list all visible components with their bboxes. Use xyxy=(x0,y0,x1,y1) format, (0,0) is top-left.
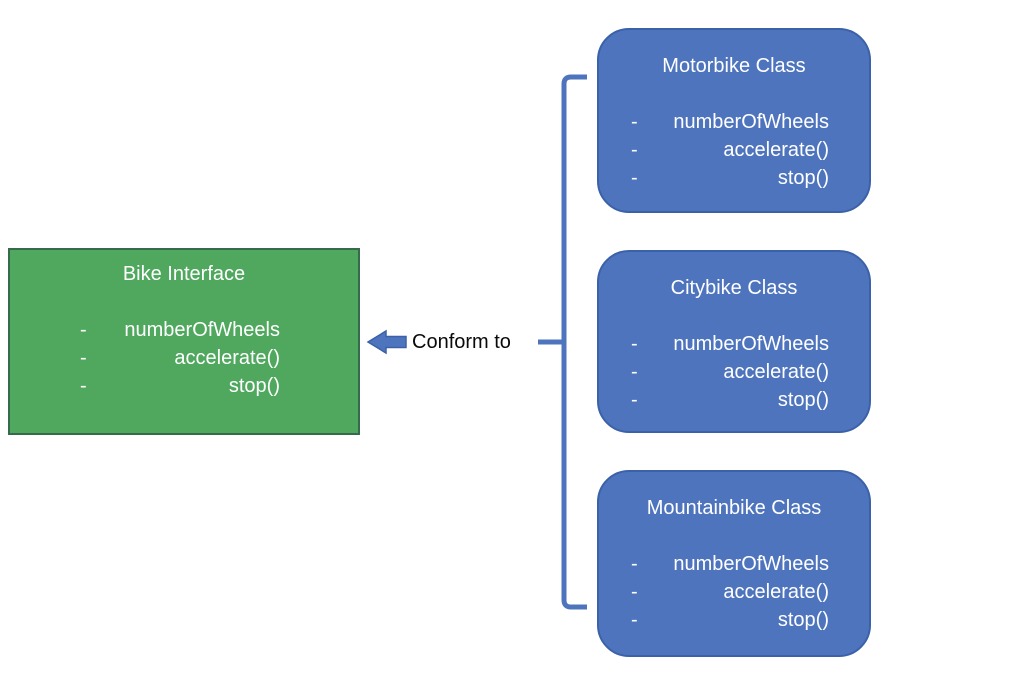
bullet-dash: - xyxy=(631,553,638,575)
member-name: numberOfWheels xyxy=(673,553,829,575)
bracket-connector xyxy=(538,74,587,610)
member-name: numberOfWheels xyxy=(124,319,280,341)
list-item: - stop() xyxy=(631,386,829,414)
bullet-dash: - xyxy=(631,139,638,161)
list-item: - numberOfWheels xyxy=(631,108,829,136)
bullet-dash: - xyxy=(631,609,638,631)
list-item: - stop() xyxy=(631,164,829,192)
citybike-class-box: Citybike Class - numberOfWheels - accele… xyxy=(597,250,871,433)
member-name: accelerate() xyxy=(723,361,829,383)
bullet-dash: - xyxy=(631,361,638,383)
list-item: - accelerate() xyxy=(631,358,829,386)
list-item: - accelerate() xyxy=(631,136,829,164)
bullet-dash: - xyxy=(80,319,87,341)
bike-interface-box: Bike Interface - numberOfWheels - accele… xyxy=(8,248,360,435)
list-item: - numberOfWheels xyxy=(631,550,829,578)
bullet-dash: - xyxy=(631,111,638,133)
box-title: Motorbike Class xyxy=(662,55,806,77)
bullet-dash: - xyxy=(80,375,87,397)
bullet-dash: - xyxy=(631,581,638,603)
conform-to-label: Conform to xyxy=(412,331,511,353)
bullet-dash: - xyxy=(80,347,87,369)
member-name: numberOfWheels xyxy=(673,111,829,133)
member-name: numberOfWheels xyxy=(673,333,829,355)
list-item: - numberOfWheels xyxy=(80,316,280,344)
member-name: accelerate() xyxy=(723,139,829,161)
bullet-dash: - xyxy=(631,389,638,411)
bullet-dash: - xyxy=(631,167,638,189)
member-list: - numberOfWheels - accelerate() - stop() xyxy=(10,316,358,400)
list-item: - accelerate() xyxy=(80,344,280,372)
member-list: - numberOfWheels - accelerate() - stop() xyxy=(599,330,869,414)
member-name: stop() xyxy=(777,609,829,631)
list-item: - numberOfWheels xyxy=(631,330,829,358)
box-title: Bike Interface xyxy=(122,263,246,285)
member-name: stop() xyxy=(777,167,829,189)
member-name: accelerate() xyxy=(723,581,829,603)
member-list: - numberOfWheels - accelerate() - stop() xyxy=(599,550,869,634)
box-title: Mountainbike Class xyxy=(646,497,822,519)
member-name: stop() xyxy=(228,375,280,397)
motorbike-class-box: Motorbike Class - numberOfWheels - accel… xyxy=(597,28,871,213)
mountainbike-class-box: Mountainbike Class - numberOfWheels - ac… xyxy=(597,470,871,657)
list-item: - stop() xyxy=(80,372,280,400)
member-list: - numberOfWheels - accelerate() - stop() xyxy=(599,108,869,192)
list-item: - accelerate() xyxy=(631,578,829,606)
member-name: accelerate() xyxy=(174,347,280,369)
list-item: - stop() xyxy=(631,606,829,634)
box-title: Citybike Class xyxy=(670,277,798,299)
bullet-dash: - xyxy=(631,333,638,355)
left-arrow-icon xyxy=(366,329,407,355)
member-name: stop() xyxy=(777,389,829,411)
